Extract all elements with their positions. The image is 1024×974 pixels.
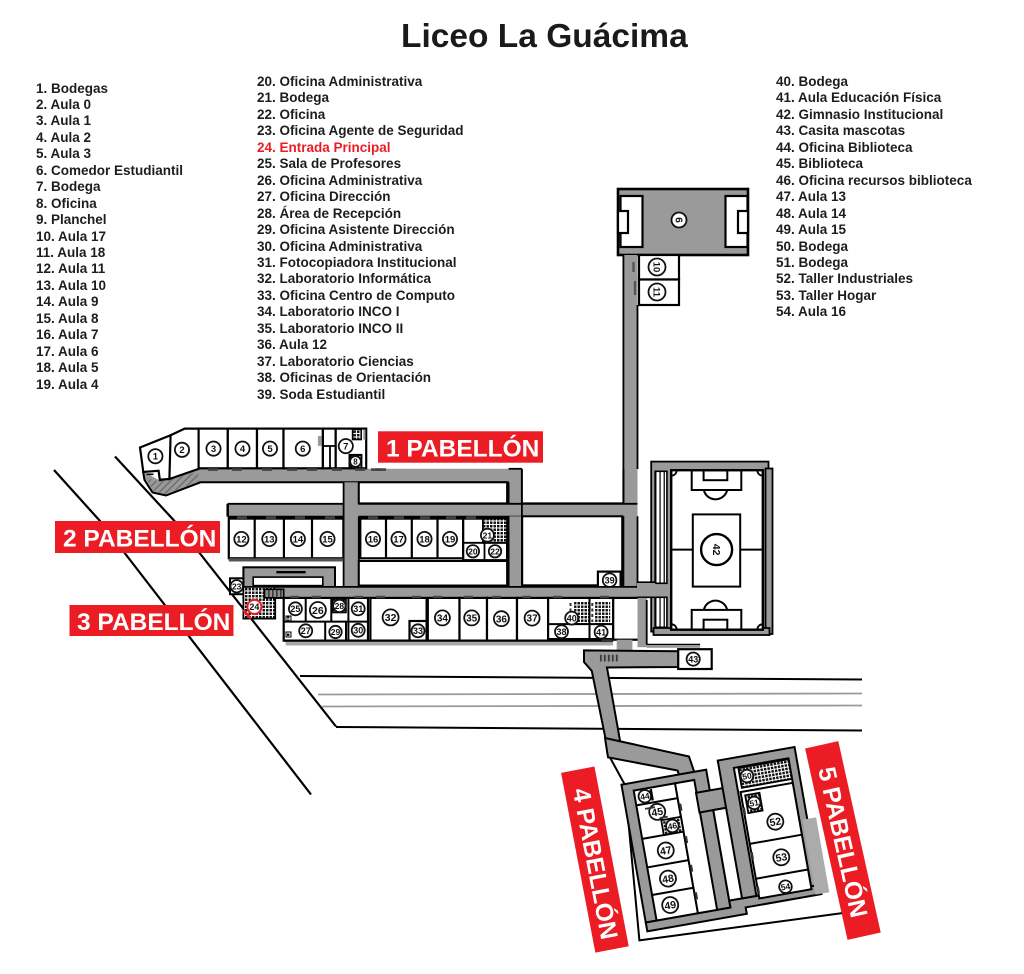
svg-text:4 PABELLÓN: 4 PABELLÓN bbox=[567, 786, 623, 942]
svg-text:1 PABELLÓN: 1 PABELLÓN bbox=[386, 435, 539, 463]
svg-text:53: 53 bbox=[775, 851, 789, 865]
svg-text:24: 24 bbox=[249, 602, 259, 612]
svg-text:48: 48 bbox=[661, 872, 675, 886]
svg-text:18: 18 bbox=[419, 534, 430, 545]
svg-text:19: 19 bbox=[445, 534, 456, 545]
svg-text:44: 44 bbox=[639, 791, 650, 803]
svg-text:7: 7 bbox=[343, 442, 348, 453]
svg-text:15: 15 bbox=[322, 534, 333, 545]
svg-text:25: 25 bbox=[290, 604, 300, 614]
svg-text:49: 49 bbox=[664, 899, 678, 913]
svg-text:2: 2 bbox=[179, 445, 184, 456]
svg-text:13: 13 bbox=[264, 534, 275, 545]
svg-text:17: 17 bbox=[393, 534, 404, 545]
svg-text:28: 28 bbox=[335, 601, 345, 611]
svg-text:35: 35 bbox=[466, 614, 478, 625]
svg-text:4: 4 bbox=[240, 444, 246, 455]
svg-text:23: 23 bbox=[232, 581, 242, 591]
svg-text:38: 38 bbox=[556, 627, 566, 637]
svg-text:46: 46 bbox=[667, 820, 678, 832]
svg-text:29: 29 bbox=[331, 627, 341, 637]
svg-text:39: 39 bbox=[605, 575, 615, 585]
svg-text:3: 3 bbox=[211, 444, 216, 455]
svg-text:43: 43 bbox=[688, 654, 698, 664]
svg-text:12: 12 bbox=[236, 534, 247, 545]
svg-text:33: 33 bbox=[413, 626, 423, 636]
svg-text:36: 36 bbox=[496, 614, 508, 625]
svg-text:2 PABELLÓN: 2 PABELLÓN bbox=[63, 525, 216, 553]
svg-text:8: 8 bbox=[353, 457, 358, 466]
svg-text:34: 34 bbox=[437, 614, 449, 625]
svg-text:22: 22 bbox=[490, 546, 500, 556]
svg-text:21: 21 bbox=[483, 530, 493, 540]
svg-text:52: 52 bbox=[769, 816, 783, 830]
svg-text:5: 5 bbox=[267, 444, 273, 455]
svg-text:40: 40 bbox=[567, 613, 577, 623]
svg-text:16: 16 bbox=[368, 534, 379, 545]
svg-text:10: 10 bbox=[651, 262, 662, 273]
svg-text:27: 27 bbox=[301, 626, 311, 636]
svg-text:31: 31 bbox=[353, 604, 363, 614]
svg-text:42: 42 bbox=[710, 544, 722, 556]
svg-text:32: 32 bbox=[385, 612, 397, 624]
svg-text:1: 1 bbox=[153, 452, 159, 463]
svg-text:11: 11 bbox=[651, 287, 662, 298]
svg-text:6: 6 bbox=[672, 217, 683, 223]
svg-text:20: 20 bbox=[468, 546, 478, 556]
svg-text:3 PABELLÓN: 3 PABELLÓN bbox=[77, 608, 230, 636]
svg-text:41: 41 bbox=[596, 627, 606, 637]
svg-text:26: 26 bbox=[312, 605, 324, 617]
svg-text:6: 6 bbox=[300, 444, 305, 455]
svg-text:54: 54 bbox=[780, 881, 791, 893]
svg-text:45: 45 bbox=[651, 806, 665, 820]
svg-text:50: 50 bbox=[741, 770, 752, 782]
svg-text:5 PABELLÓN: 5 PABELLÓN bbox=[812, 764, 873, 920]
svg-text:37: 37 bbox=[527, 614, 539, 625]
svg-text:51: 51 bbox=[749, 797, 760, 809]
svg-text:30: 30 bbox=[353, 626, 363, 636]
svg-text:47: 47 bbox=[659, 844, 673, 858]
svg-text:14: 14 bbox=[293, 534, 304, 545]
